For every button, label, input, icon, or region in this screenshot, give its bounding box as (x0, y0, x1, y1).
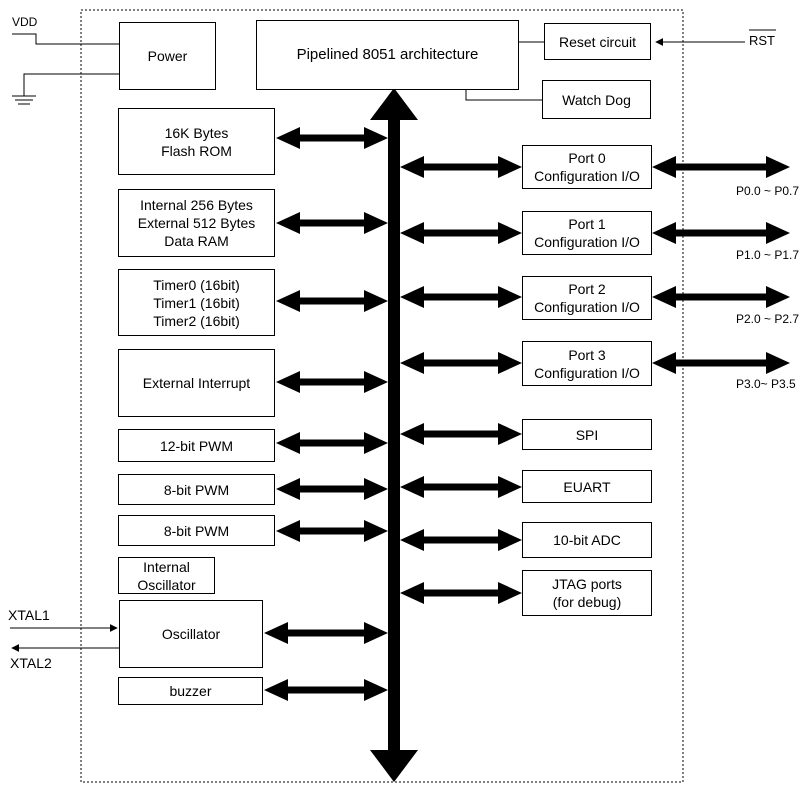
port2-bus-arrow (400, 286, 522, 308)
buzzer-bus-arrow (264, 679, 388, 701)
spi-block: SPI (522, 419, 652, 450)
p1-label: P1.0 ~ P1.7 (736, 248, 800, 262)
vdd-label: VDD (12, 15, 38, 29)
flash-rom-block: 16K Bytes Flash ROM (118, 108, 275, 175)
pwm12-bus-arrow (276, 432, 388, 454)
port3-block: Port 3 Configuration I/O (522, 341, 652, 386)
euart-block: EUART (522, 470, 652, 503)
p3-label: P3.0~ P3.5 (736, 377, 796, 391)
main-bus (370, 88, 418, 782)
p0-label: P0.0 ~ P0.7 (736, 184, 800, 198)
pwm8a-bus-arrow (276, 478, 388, 500)
oscillator-block: Oscillator (119, 600, 263, 668)
port1-bus-arrow (400, 222, 522, 244)
port0-bus-arrow (400, 156, 522, 178)
osc-bus-arrow (264, 622, 388, 644)
port1-block: Port 1 Configuration I/O (522, 211, 652, 255)
xtal2-label: XTAL2 (10, 655, 52, 671)
cpu-block: Pipelined 8051 architecture (256, 20, 519, 90)
reset-circuit-block: Reset circuit (544, 23, 651, 60)
ground-icon (12, 95, 36, 105)
port3-bus-arrow (400, 352, 522, 374)
timers-bus-arrow (276, 290, 388, 312)
port2-block: Port 2 Configuration I/O (522, 276, 652, 320)
watchdog-block: Watch Dog (542, 80, 651, 119)
pwm12-block: 12-bit PWM (118, 429, 275, 462)
cpu-watchdog-link (465, 90, 542, 101)
ram-bus-arrow (276, 212, 388, 234)
power-block: Power (119, 22, 216, 90)
adc-bus-arrow (400, 529, 522, 551)
external-interrupt-block: External Interrupt (118, 349, 275, 417)
buzzer-block: buzzer (118, 677, 263, 705)
p2-external-arrow (652, 286, 790, 308)
chip-boundary (80, 9, 684, 783)
p2-label: P2.0 ~ P2.7 (736, 312, 800, 326)
port0-block: Port 0 Configuration I/O (522, 145, 652, 189)
vdd-wire (12, 33, 119, 45)
data-ram-block: Internal 256 Bytes External 512 Bytes Da… (118, 189, 275, 257)
internal-oscillator-block: Internal Oscillator (118, 557, 215, 594)
p0-external-arrow (652, 156, 790, 178)
rst-label: RST (749, 33, 775, 48)
euart-bus-arrow (400, 476, 522, 498)
timers-block: Timer0 (16bit) Timer1 (16bit) Timer2 (16… (118, 269, 275, 336)
pwm8b-block: 8-bit PWM (118, 515, 275, 546)
p1-external-arrow (652, 222, 790, 244)
ground-wire (23, 73, 119, 96)
jtag-block: JTAG ports (for debug) (522, 570, 652, 616)
adc-block: 10-bit ADC (522, 522, 652, 558)
xtal1-label: XTAL1 (8, 607, 50, 623)
jtag-bus-arrow (400, 582, 522, 604)
flash-bus-arrow (276, 127, 388, 149)
pwm8b-bus-arrow (276, 520, 388, 542)
spi-bus-arrow (400, 423, 522, 445)
p3-external-arrow (652, 352, 790, 374)
ext-int-bus-arrow (276, 371, 388, 393)
pwm8a-block: 8-bit PWM (118, 474, 275, 505)
